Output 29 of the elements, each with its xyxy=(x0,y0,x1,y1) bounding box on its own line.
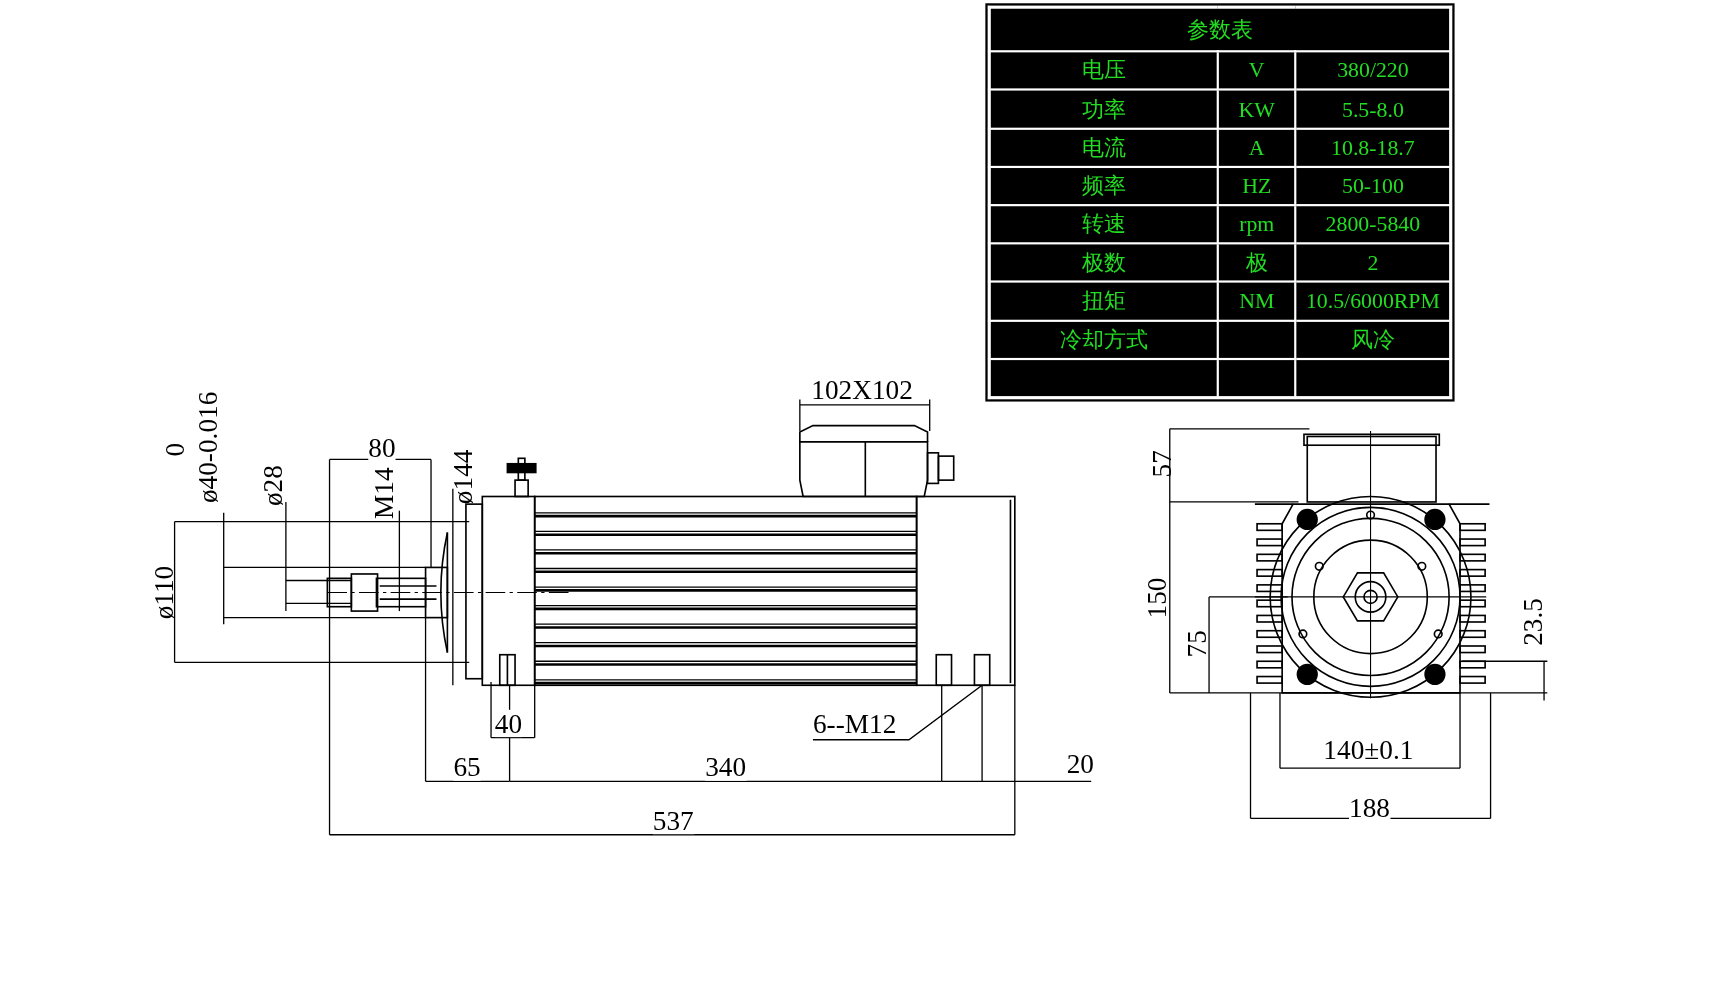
leader-line xyxy=(812,684,983,741)
dimension-text: ø40-0.016 xyxy=(193,391,221,504)
dimension-text: 40 xyxy=(494,709,523,738)
dimension-text: ø110 xyxy=(150,565,178,620)
table-cell: 冷却方式 xyxy=(989,320,1218,359)
dimension-text: 57 xyxy=(1148,450,1176,478)
table-cell: 电压 xyxy=(989,51,1218,90)
table-cell: 极数 xyxy=(989,243,1218,282)
table-cell: V xyxy=(1217,51,1296,90)
table-cell: 扭矩 xyxy=(989,281,1218,321)
table-cell: NM xyxy=(1217,281,1296,321)
dimension-text: 23.5 xyxy=(1519,598,1547,646)
table-cell: 功率 xyxy=(989,89,1218,129)
mounting-hole xyxy=(973,653,991,687)
dimension-text: M14 xyxy=(370,467,398,519)
dimension-text: 75 xyxy=(1183,630,1211,658)
table-cell: 转速 xyxy=(989,205,1218,244)
table-cell: 电流 xyxy=(989,128,1218,167)
table-cell: 频率 xyxy=(989,166,1218,206)
dimension-text: ø28 xyxy=(259,465,287,507)
dimension-text: 150 xyxy=(1143,577,1171,619)
table-cell: KW xyxy=(1217,89,1296,129)
table-cell: rpm xyxy=(1217,205,1296,244)
callout-text: 6--M12 xyxy=(812,710,897,738)
table-cell: 极 xyxy=(1217,243,1296,282)
table-cell: A xyxy=(1217,128,1296,167)
dimension-text: 0 xyxy=(160,442,189,457)
dimension-text: ø144 xyxy=(449,449,477,505)
table-cell: HZ xyxy=(1217,166,1296,206)
